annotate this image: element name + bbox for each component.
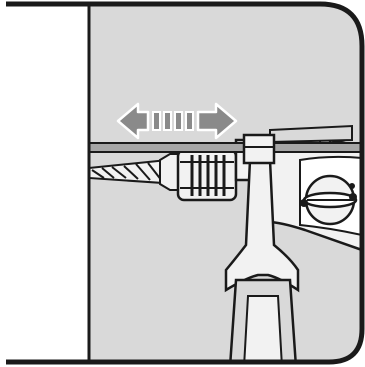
depth-gauge-rod-icon <box>89 143 362 152</box>
wall-icon <box>0 0 89 367</box>
depth-stop-clamp-icon <box>244 135 274 163</box>
